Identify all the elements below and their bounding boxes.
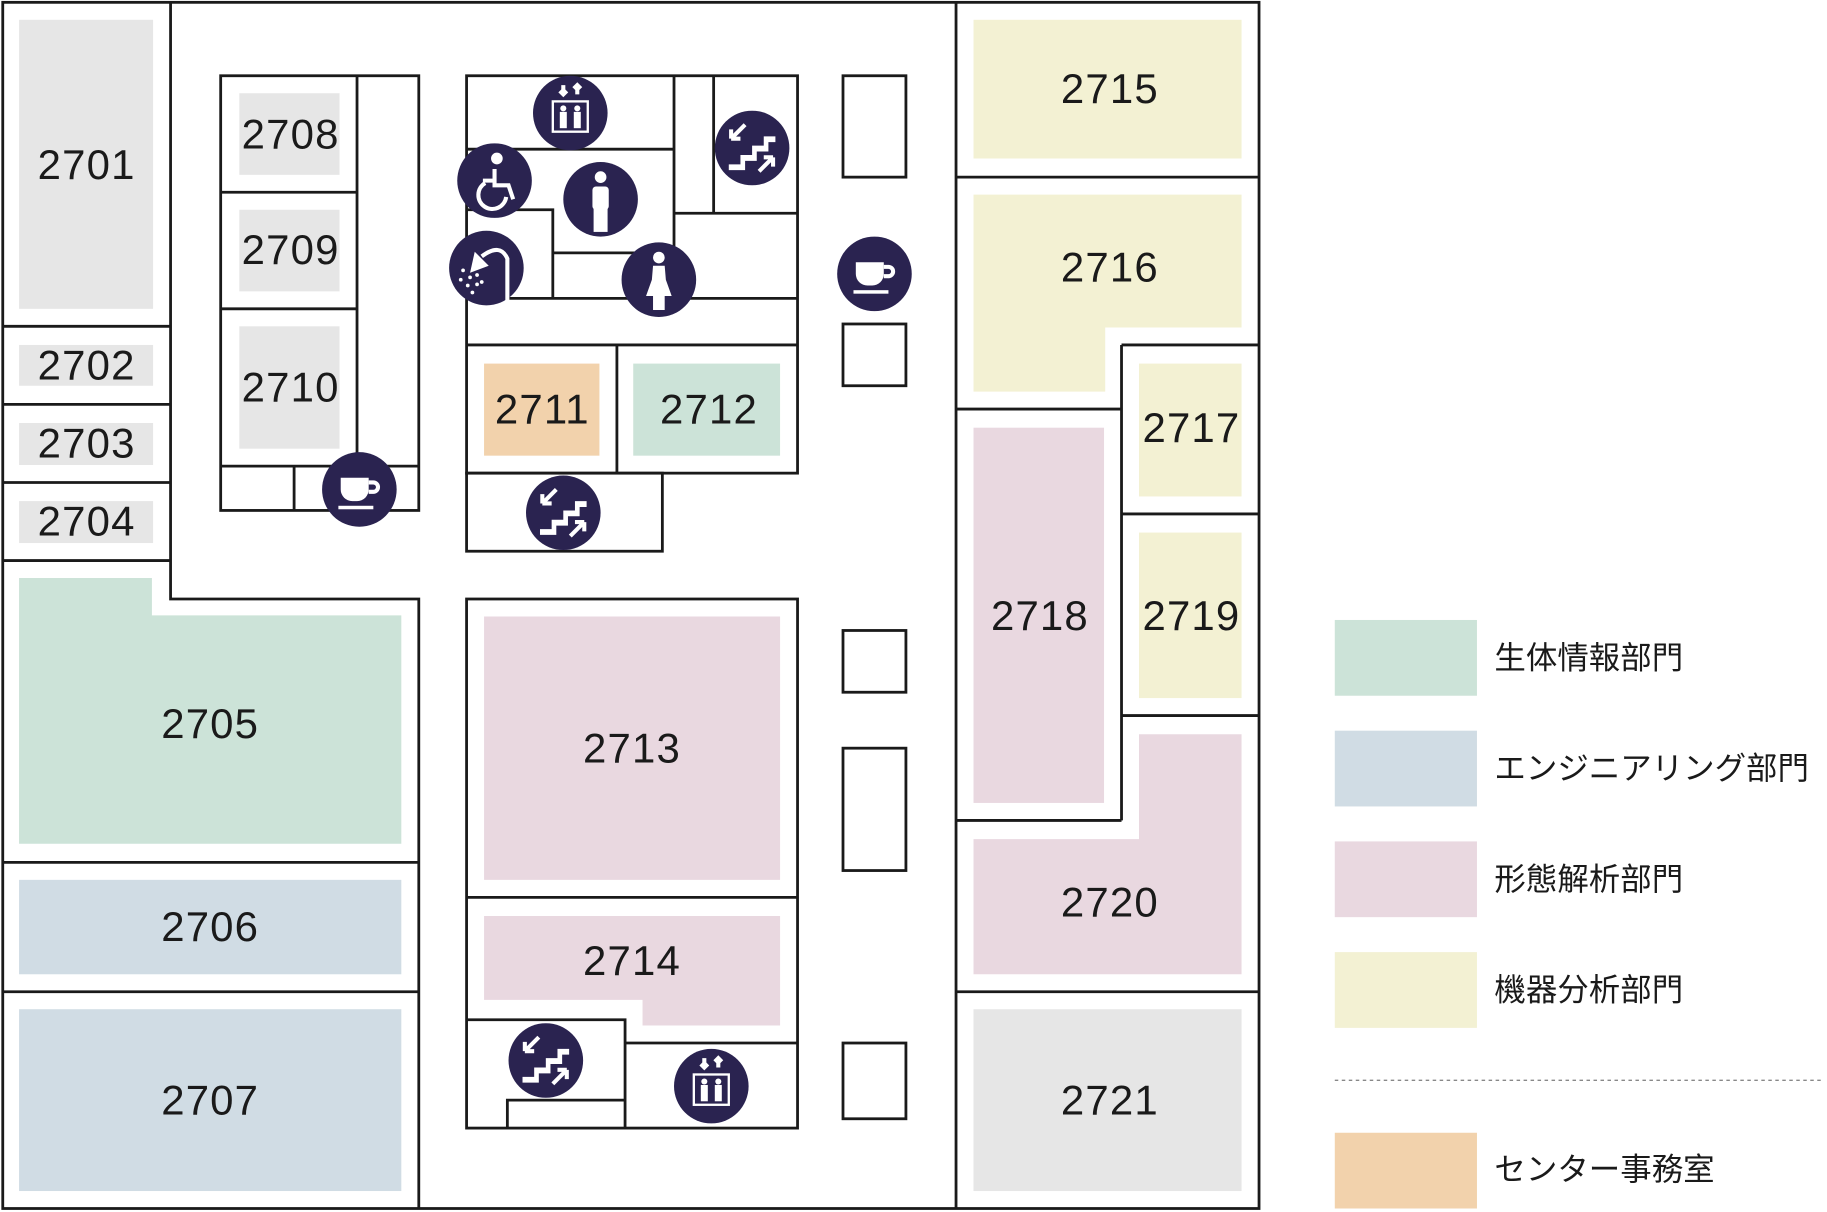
room-2708[interactable] — [239, 93, 340, 175]
label-2706: 2706 — [161, 903, 259, 950]
legend-item-morphology: 形態解析部門 — [1334, 841, 1683, 918]
room-2718[interactable] — [973, 427, 1105, 803]
room-fills — [19, 19, 1242, 1192]
room-2707[interactable] — [19, 1009, 402, 1192]
legend: 生体情報部門 エンジニアリング部門 形態解析部門 機器分析部門 センター事務室 — [1334, 619, 1825, 1209]
room-2721[interactable] — [973, 1009, 1242, 1192]
label-2704: 2704 — [38, 497, 136, 544]
label-2717: 2717 — [1142, 404, 1240, 451]
label-2703: 2703 — [38, 419, 136, 466]
room-2704[interactable] — [19, 501, 154, 544]
room-labels: 2701 2702 2703 2704 2705 2706 2707 2708 … — [38, 65, 1240, 1124]
label-2701: 2701 — [38, 141, 136, 188]
room-2712[interactable] — [633, 363, 781, 456]
label-2714: 2714 — [583, 937, 681, 984]
label-2720: 2720 — [1061, 879, 1159, 926]
stairs-icon — [526, 475, 601, 550]
room-2714[interactable] — [484, 915, 781, 1026]
label-2721: 2721 — [1061, 1077, 1159, 1124]
legend-label: 形態解析部門 — [1494, 862, 1683, 898]
room-2711[interactable] — [484, 363, 600, 456]
legend-label: 機器分析部門 — [1494, 973, 1683, 1009]
label-2715: 2715 — [1061, 65, 1159, 112]
legend-item-bio-info: 生体情報部門 — [1334, 619, 1683, 696]
label-2709: 2709 — [242, 226, 340, 273]
label-2713: 2713 — [583, 725, 681, 772]
wheelchair-restroom-icon — [457, 143, 532, 218]
legend-item-engineering: エンジニアリング部門 — [1334, 730, 1809, 807]
cafe-icon — [322, 452, 397, 527]
room-2715[interactable] — [973, 19, 1242, 159]
room-2719[interactable] — [1139, 532, 1242, 699]
elevator-icon — [533, 76, 608, 151]
room-2713[interactable] — [484, 616, 781, 880]
legend-label: センター事務室 — [1494, 1152, 1714, 1188]
label-2710: 2710 — [242, 363, 340, 410]
room-2702[interactable] — [19, 344, 154, 386]
room-2710[interactable] — [239, 326, 340, 449]
room-2705[interactable] — [19, 578, 402, 844]
label-2707: 2707 — [161, 1077, 259, 1124]
legend-item-office: センター事務室 — [1334, 1132, 1715, 1209]
label-2712: 2712 — [660, 386, 758, 433]
room-2716[interactable] — [973, 194, 1242, 392]
shower-icon — [449, 230, 524, 306]
room-2720[interactable] — [973, 734, 1242, 975]
womens-restroom-icon — [621, 242, 697, 317]
label-2716: 2716 — [1061, 243, 1159, 290]
label-2719: 2719 — [1142, 592, 1240, 639]
cafe-icon — [837, 237, 912, 312]
elevator-icon — [674, 1049, 749, 1124]
walls — [1, 0, 1261, 1210]
room-2709[interactable] — [239, 209, 340, 292]
room-2701[interactable] — [19, 19, 154, 309]
label-2705: 2705 — [161, 700, 259, 747]
facility-icons — [322, 76, 912, 1124]
room-2717[interactable] — [1139, 363, 1242, 497]
label-2708: 2708 — [242, 111, 340, 158]
stairs-icon — [715, 111, 790, 186]
label-2702: 2702 — [38, 341, 136, 388]
legend-item-instrument: 機器分析部門 — [1334, 952, 1683, 1028]
stairs-icon — [509, 1023, 584, 1098]
legend-label: エンジニアリング部門 — [1494, 751, 1809, 787]
mens-restroom-icon — [563, 161, 638, 237]
legend-label: 生体情報部門 — [1494, 640, 1683, 676]
room-2706[interactable] — [19, 879, 402, 975]
label-2718: 2718 — [991, 592, 1089, 639]
room-2703[interactable] — [19, 423, 154, 465]
label-2711: 2711 — [495, 386, 590, 433]
